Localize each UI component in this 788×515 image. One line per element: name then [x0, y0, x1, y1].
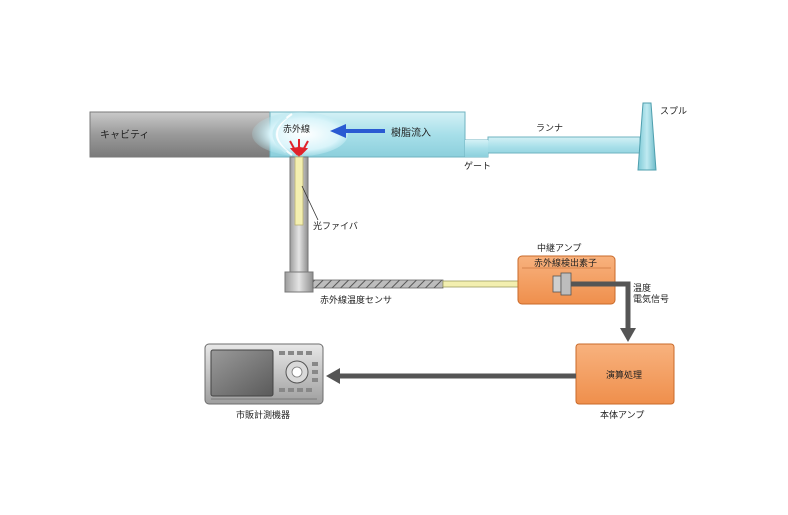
label-instrument: 市販計測機器 — [236, 409, 290, 421]
resin-flow-arrow — [330, 124, 385, 138]
ir-detector-element — [552, 275, 562, 293]
flow-front-arc-1 — [276, 113, 293, 156]
cavity-body — [89, 111, 281, 158]
label-runner: ランナ — [536, 123, 563, 134]
label-ir-rays: 赤外線 — [283, 123, 310, 135]
label-relay-amp: 中継アンプ — [537, 242, 581, 254]
gate-notch — [465, 140, 488, 157]
flow-front-arc-2 — [272, 115, 287, 154]
label-cavity: キャビティ — [100, 129, 149, 141]
sensor-cable — [312, 279, 554, 289]
label-optical-fiber: 光ファイバ — [313, 220, 358, 232]
optical-fiber-core — [294, 156, 304, 226]
sprue — [637, 102, 657, 171]
relay-amp — [517, 255, 616, 305]
label-resin-flow: 樹脂流入 — [391, 126, 431, 139]
runner — [464, 136, 641, 158]
instrument-screen — [210, 349, 274, 397]
mold — [89, 102, 657, 171]
label-signal-line2: 電気信号 — [633, 293, 669, 305]
instrument — [204, 343, 324, 405]
sensor-probe — [284, 156, 319, 293]
label-sprue: スプル — [660, 106, 687, 117]
label-signal-line1: 温度 — [633, 282, 651, 294]
label-main-amp: 本体アンプ — [600, 409, 644, 421]
label-sensor: 赤外線温度センサ — [320, 294, 392, 306]
ir-ray-arrows — [289, 139, 309, 158]
label-gate: ゲート — [464, 160, 491, 172]
output-arrow — [326, 368, 576, 384]
label-processing: 演算処理 — [606, 369, 642, 381]
flow-front-glow — [252, 112, 348, 156]
label-ir-detector: 赤外線検出素子 — [534, 257, 597, 269]
sensor-head — [284, 271, 314, 293]
signal-arrow — [571, 281, 636, 342]
